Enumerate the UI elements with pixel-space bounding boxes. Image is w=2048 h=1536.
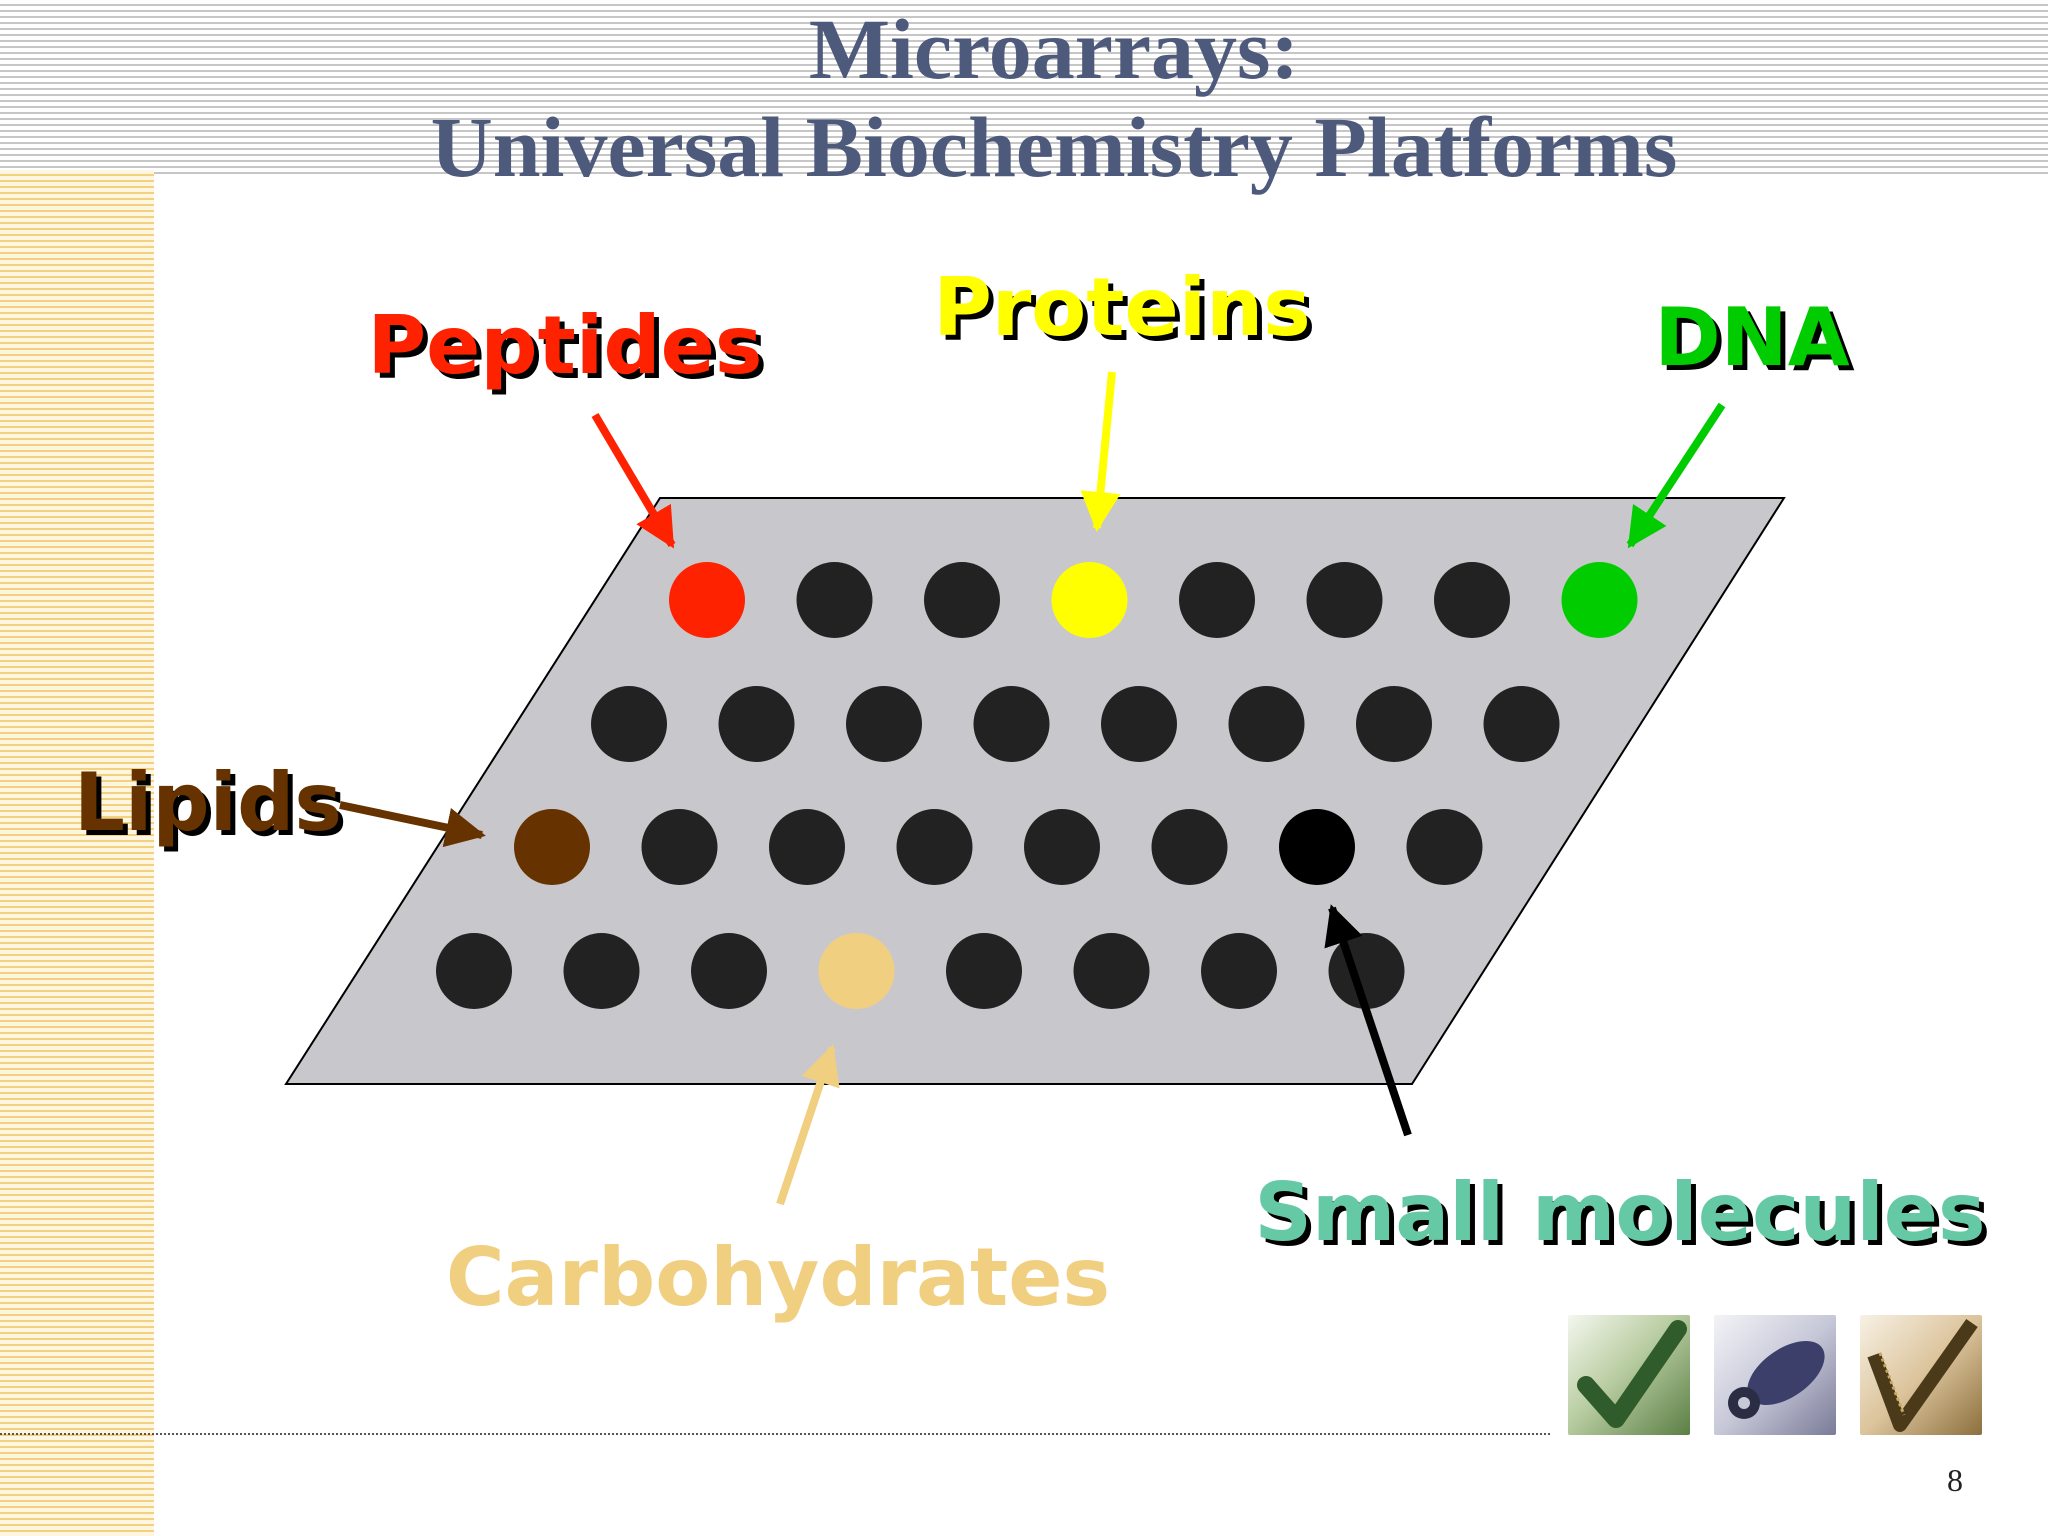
thumbnail-strip <box>1568 1315 1982 1435</box>
slide-title: Microarrays: Universal Biochemistry Plat… <box>154 0 1954 196</box>
microarray-slide <box>284 497 1786 1085</box>
microchip-icon <box>1867 1318 1978 1432</box>
array-spot <box>1179 562 1255 638</box>
title-line-1: Microarrays: <box>808 1 1300 97</box>
disc-thumbnail <box>1714 1315 1836 1435</box>
array-spot <box>591 686 667 762</box>
lipids-label-shadow: Lipids <box>79 761 347 854</box>
array-spot <box>1306 562 1383 638</box>
check-mark-icon <box>1577 1320 1687 1428</box>
lipids-arrow <box>339 801 486 848</box>
carbohydrates-spot <box>818 933 895 1009</box>
array-spot <box>1356 686 1432 762</box>
proteins-arrow <box>1080 371 1121 532</box>
array-spot <box>718 686 795 762</box>
array-spot <box>641 809 718 885</box>
title-line-2: Universal Biochemistry Platforms <box>430 99 1678 195</box>
lipids-spot <box>514 809 590 885</box>
dna-label: DNA <box>1654 291 1849 384</box>
small-molecules-label-shadow: Small molecules <box>1259 1171 1990 1264</box>
array-spot <box>846 686 922 762</box>
array-spot <box>946 933 1022 1009</box>
array-spot <box>1483 686 1560 762</box>
array-spot <box>1073 933 1150 1009</box>
array-spot <box>563 933 640 1009</box>
peptides-spot <box>669 562 745 638</box>
array-spot <box>973 686 1050 762</box>
array-spot <box>924 562 1000 638</box>
array-spot <box>1151 809 1228 885</box>
peptides-label-shadow: Peptides <box>373 304 768 397</box>
proteins-label-shadow: Proteins <box>938 266 1316 359</box>
array-spot <box>1434 562 1510 638</box>
header-stripe-background <box>0 0 2048 176</box>
array-spot <box>1228 686 1305 762</box>
proteins-label: Proteins <box>933 261 1311 354</box>
microchip-thumbnail <box>1860 1315 1982 1435</box>
array-spot <box>796 562 873 638</box>
array-spot <box>896 809 973 885</box>
array-spot <box>436 933 512 1009</box>
sidebar-stripe-background <box>0 170 154 1536</box>
dna-label-shadow: DNA <box>1659 296 1854 389</box>
small-molecules-arrow <box>1324 904 1412 1137</box>
array-spot <box>1406 809 1483 885</box>
small-molecules-label: Small molecules <box>1254 1166 1985 1259</box>
peptides-label: Peptides <box>368 299 763 392</box>
disc-icon <box>1728 1341 1825 1419</box>
array-spot <box>691 933 767 1009</box>
proteins-spot <box>1051 562 1128 638</box>
array-spot <box>1101 686 1177 762</box>
dna-spot <box>1561 562 1638 638</box>
array-spot <box>769 809 845 885</box>
carbohydrates-label: Carbohydrates <box>446 1231 1110 1324</box>
lipids-label: Lipids <box>74 756 342 849</box>
dna-arrow <box>1626 402 1726 549</box>
page-number: 8 <box>1947 1462 1963 1498</box>
check-mark-thumbnail <box>1568 1315 1690 1435</box>
small-molecules-spot <box>1279 809 1355 885</box>
array-spot <box>1328 933 1405 1009</box>
carbohydrates-arrow <box>776 1044 840 1206</box>
peptides-arrow <box>591 412 676 549</box>
array-spot <box>1024 809 1100 885</box>
array-spot <box>1201 933 1277 1009</box>
spot-grid <box>436 562 1638 1009</box>
